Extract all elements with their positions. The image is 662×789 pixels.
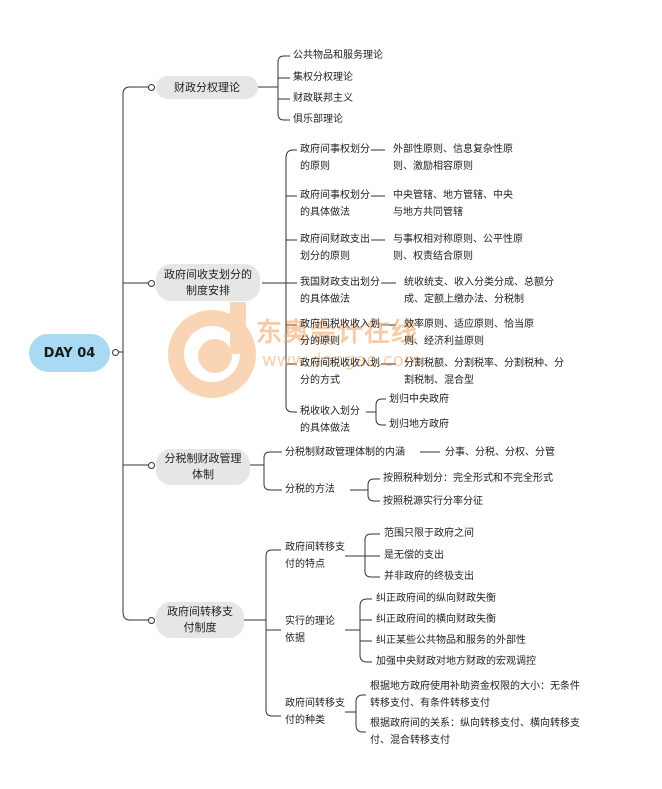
branch-tax-sharing-system: 分税制财政管理体制 bbox=[156, 449, 250, 485]
b4-sub-2-detail-1: 纠正政府间的纵向财政失衡 bbox=[376, 593, 496, 604]
b1-item-centralization: 集权分权理论 bbox=[293, 72, 353, 83]
b4-sub-2-detail-2: 纠正政府间的横向财政失衡 bbox=[376, 614, 496, 625]
b4-sub-3-detail-2: 根据政府间的关系：纵向转移支付、横向转移支付、混合转移支付 bbox=[370, 718, 580, 746]
branch-3-dot bbox=[148, 462, 155, 469]
branch-revenue-expenditure-division: 政府间收支划分的制度安排 bbox=[156, 264, 260, 301]
b4-sub-1-label: 政府间转移支付的特点 bbox=[285, 542, 345, 570]
b2-sub-5-label: 政府间税收收入划分的原则 bbox=[300, 319, 380, 347]
watermark-url: www.dongao.com bbox=[262, 350, 422, 371]
b2-sub-2-label: 政府间事权划分的具体做法 bbox=[300, 190, 370, 218]
root-connector-dot bbox=[112, 349, 119, 356]
b2-sub-7-detail-local: 划归地方政府 bbox=[389, 419, 449, 430]
watermark-logo bbox=[160, 298, 264, 402]
b2-sub-4-label: 我国财政支出划分的具体做法 bbox=[300, 277, 380, 305]
b4-sub-1-detail-1: 范围只限于政府之间 bbox=[384, 528, 474, 539]
b2-sub-7-detail-central: 划归中央政府 bbox=[389, 394, 449, 405]
b2-sub-3-label: 政府间财政支出划分的原则 bbox=[300, 234, 370, 262]
b4-sub-2-detail-4: 加强中央财政对地方财政的宏观调控 bbox=[376, 656, 536, 667]
b2-sub-7-label: 税收收入划分的具体做法 bbox=[300, 406, 360, 434]
b3-sub-2-label: 分税的方法 bbox=[285, 484, 335, 495]
b1-item-public-goods: 公共物品和服务理论 bbox=[293, 50, 383, 61]
b4-sub-3-detail-1: 根据地方政府使用补助资金权限的大小：无条件转移支付、有条件转移支付 bbox=[370, 681, 580, 709]
branch-2-dot bbox=[148, 280, 155, 287]
b4-sub-2-detail-3: 纠正某些公共物品和服务的外部性 bbox=[376, 635, 526, 646]
b3-sub-2-detail-1: 按照税种划分：完全形式和不完全形式 bbox=[383, 473, 553, 484]
root-node: DAY 04 bbox=[29, 334, 110, 372]
b3-sub-1-label: 分税制财政管理体制的内涵 bbox=[285, 447, 405, 458]
b4-sub-1-detail-2: 是无偿的支出 bbox=[384, 550, 444, 561]
b2-sub-6-detail: 分割税额、分割税率、分割税种、分割税制、混合型 bbox=[404, 358, 564, 386]
b2-sub-2-detail: 中央管辖、地方管辖、中央与地方共同管辖 bbox=[393, 190, 513, 218]
branch-fiscal-decentralization-theory: 财政分权理论 bbox=[156, 76, 258, 99]
b2-sub-6-label: 政府间税收收入划分的方式 bbox=[300, 358, 380, 386]
b1-item-fiscal-federalism: 财政联邦主义 bbox=[293, 93, 353, 104]
b2-sub-1-label: 政府间事权划分的原则 bbox=[300, 144, 370, 172]
b2-sub-4-detail: 统收统支、收入分类分成、总额分成、定额上缴办法、分税制 bbox=[404, 277, 554, 305]
b3-sub-2-detail-2: 按照税源实行分率分征 bbox=[383, 496, 483, 507]
b4-sub-3-label: 政府间转移支付的种类 bbox=[285, 698, 345, 726]
watermark-name: 东奥会计在线 bbox=[256, 318, 419, 348]
branch-4-dot bbox=[148, 617, 155, 624]
b4-sub-2-label: 实行的理论依据 bbox=[285, 616, 335, 644]
branch-transfer-payment-system: 政府间转移支付制度 bbox=[156, 602, 244, 638]
b2-sub-3-detail: 与事权相对称原则、公平性原则、权责结合原则 bbox=[393, 234, 523, 262]
b4-sub-1-detail-3: 并非政府的终极支出 bbox=[384, 571, 474, 582]
b2-sub-5-detail: 效率原则、适应原则、恰当原则、经济利益原则 bbox=[404, 319, 534, 347]
branch-1-dot bbox=[148, 84, 155, 91]
b1-item-club-theory: 俱乐部理论 bbox=[293, 114, 343, 125]
b3-sub-1-detail: 分事、分税、分权、分管 bbox=[445, 447, 555, 458]
b2-sub-1-detail: 外部性原则、信息复杂性原则、激励相容原则 bbox=[393, 144, 513, 172]
